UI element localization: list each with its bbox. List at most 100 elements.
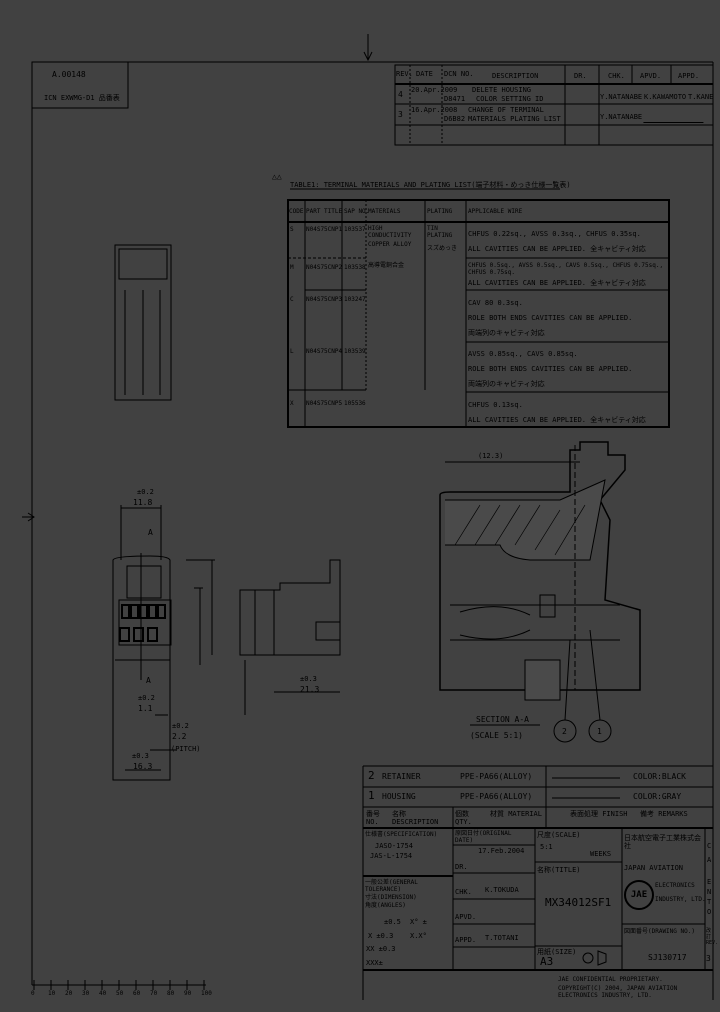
rev-row-dcn: D6B82 bbox=[444, 115, 466, 123]
doc-ref-subtitle: ICN EXWMG-D1 品番表 bbox=[44, 94, 120, 102]
bom-header-desc: 名称 DESCRIPTION bbox=[392, 810, 439, 826]
company-en-1: JAPAN AVIATION bbox=[624, 864, 684, 872]
title-label: 名称(TITLE) bbox=[537, 866, 581, 874]
ruler-label: 40 bbox=[99, 990, 107, 997]
unit: WEEKS bbox=[590, 850, 612, 858]
side-letter: A bbox=[707, 856, 712, 864]
ruler-label: 0 bbox=[31, 990, 35, 997]
row-wire-1: CHFUS 0.22sq., AVSS 0.3sq., CHFUS 0.35sq… bbox=[468, 230, 641, 238]
ruler-label: 30 bbox=[82, 990, 90, 997]
original-date-label: 原図日付(ORIGINAL DATE) bbox=[455, 830, 512, 844]
th-plating: PLATING bbox=[427, 208, 453, 215]
ruler-label: 80 bbox=[167, 990, 175, 997]
ruler-label: 50 bbox=[116, 990, 124, 997]
rev-header-description: DESCRIPTION bbox=[492, 72, 539, 80]
row-wire-3: 両端列のキャビティ対応 bbox=[468, 380, 545, 388]
spec-1: JASO-1754 bbox=[375, 842, 413, 850]
ruler-label: 90 bbox=[184, 990, 192, 997]
rev-row-desc-1: CHANGE OF TERMINAL bbox=[468, 106, 544, 114]
ruler-label: 10 bbox=[48, 990, 56, 997]
ruler-label: 70 bbox=[150, 990, 158, 997]
row-wire-1: CAV 80 0.3sq. bbox=[468, 299, 523, 307]
bom-header-qty: 個数 QTY. bbox=[455, 810, 472, 826]
tol-row: ±0.5 bbox=[384, 918, 401, 926]
bom-header-finish: 表面処理 FINISH bbox=[570, 810, 628, 818]
rev-row-rev: 3 bbox=[398, 110, 403, 119]
row-code: L bbox=[290, 348, 294, 355]
ang-row: X.X° bbox=[410, 932, 427, 940]
row-part: N04S75CNP5 bbox=[306, 400, 343, 407]
th-part: PART TITLE bbox=[306, 208, 343, 215]
side-letter: O bbox=[707, 908, 712, 916]
dim-pitch1-tol: ±0.2 bbox=[138, 694, 155, 702]
dim-side-tol: ±0.3 bbox=[300, 675, 317, 683]
rev-label: 改訂 REV. bbox=[706, 928, 719, 946]
tol-row: XXX± bbox=[366, 959, 383, 967]
scale-label: 尺度(SCALE) bbox=[537, 831, 581, 839]
row-wire-2: ALL CAVITIES CAN BE APPLIED. 全キャビティ対応 bbox=[468, 279, 646, 287]
row-sap: 103537 bbox=[344, 226, 366, 233]
bom-header-no: 番号 NO. bbox=[366, 810, 380, 826]
th-wire: APPLICABLE WIRE bbox=[468, 208, 523, 215]
jae-logo-text: JAE bbox=[630, 890, 648, 900]
bom-desc: RETAINER bbox=[382, 772, 421, 781]
dim-pitch1: 1.1 bbox=[138, 704, 153, 713]
bom-material: PPE-PA66(ALLOY) bbox=[460, 772, 533, 781]
plating-2: スズめっき bbox=[427, 245, 458, 252]
row-code: M bbox=[290, 264, 294, 271]
bom-material: PPE-PA66(ALLOY) bbox=[460, 792, 533, 801]
row-sap: 103538 bbox=[344, 264, 366, 271]
dim-width: 11.8 bbox=[133, 498, 153, 507]
appd-label: APPD. bbox=[455, 936, 477, 944]
row-part: N04S75CNP3 bbox=[306, 296, 343, 303]
chk-name: K.TOKUDA bbox=[485, 886, 519, 894]
rev-header-dr: DR. bbox=[574, 72, 587, 80]
row-sap: 105536 bbox=[344, 400, 366, 407]
tol-dim: 寸法(DIMENSION) bbox=[365, 894, 417, 901]
sheet-label: 用紙(SIZE) bbox=[537, 948, 577, 956]
ruler-label: 60 bbox=[133, 990, 141, 997]
dim-side: 21.3 bbox=[300, 685, 320, 694]
rev-row-chk: Y.NATANABE bbox=[600, 113, 643, 121]
bom-header-remarks: 備考 REMARKS bbox=[640, 810, 688, 818]
row-wire-2: ROLE BOTH ENDS CAVITIES CAN BE APPLIED. bbox=[468, 365, 633, 373]
rev-row-dcn: D8471 bbox=[444, 95, 466, 103]
rev-header-dcn: DCN NO. bbox=[444, 70, 474, 78]
company-en-3: INDUSTRY, LTD. bbox=[655, 896, 706, 903]
bom-desc: HOUSING bbox=[382, 792, 416, 801]
bom-remarks: COLOR:GRAY bbox=[633, 792, 682, 801]
row-wire-1: CHFUS 0.13sq. bbox=[468, 401, 523, 409]
dim-bottom: 16.3 bbox=[133, 762, 153, 771]
tol-row: X ±0.3 bbox=[368, 932, 394, 940]
tol-label: 一般公差(GENERAL TOLERANCE) bbox=[365, 879, 418, 893]
terminal-table-title: TABLE1: TERMINAL MATERIALS AND PLATING L… bbox=[290, 181, 571, 189]
dr-label: DR. bbox=[455, 863, 468, 871]
ang-row: X° ± bbox=[410, 918, 427, 926]
dwg-no: SJ130717 bbox=[648, 953, 687, 962]
side-letter: C bbox=[707, 842, 712, 850]
balloon-1: 1 bbox=[597, 727, 602, 736]
material-3: 高導電銅合金 bbox=[368, 262, 405, 269]
dwg-no-label: 図面番号(DRAWING NO.) bbox=[624, 928, 695, 935]
rev-row-desc-2: COLOR SETTING ID bbox=[476, 95, 544, 103]
rev-header-rev: REV. bbox=[396, 70, 413, 78]
rev-row-desc-2: MATERIALS PLATING LIST bbox=[468, 115, 561, 123]
bom-header-material: 材質 MATERIAL bbox=[490, 810, 542, 818]
dim-width-tol: ±0.2 bbox=[137, 488, 154, 496]
rev-row-date: 20.Apr.2009 bbox=[411, 86, 458, 94]
drawing-title: MX34012SF1 bbox=[545, 896, 612, 909]
row-sap: 103539 bbox=[344, 348, 366, 355]
side-letter: N bbox=[707, 888, 712, 896]
row-wire-1: AVSS 0.85sq., CAVS 0.85sq. bbox=[468, 350, 578, 358]
rev-header-chk: CHK. bbox=[608, 72, 625, 80]
row-wire-1: CHFUS 0.5sq., AVSS 0.5sq., CAVS 0.5sq., … bbox=[468, 262, 664, 276]
revision-marker: △△ bbox=[272, 172, 282, 181]
plating-1: TIN PLATING bbox=[427, 225, 453, 239]
dim-pitch-note: (PITCH) bbox=[171, 745, 201, 753]
section-mark-top: A bbox=[148, 528, 153, 537]
rev-row-chk: Y.NATANABE bbox=[600, 93, 643, 101]
dim-pitch2: 2.2 bbox=[172, 732, 187, 741]
th-sap: SAP NO. bbox=[344, 208, 370, 215]
sheet-size: A3 bbox=[540, 955, 554, 968]
signature bbox=[643, 108, 709, 123]
